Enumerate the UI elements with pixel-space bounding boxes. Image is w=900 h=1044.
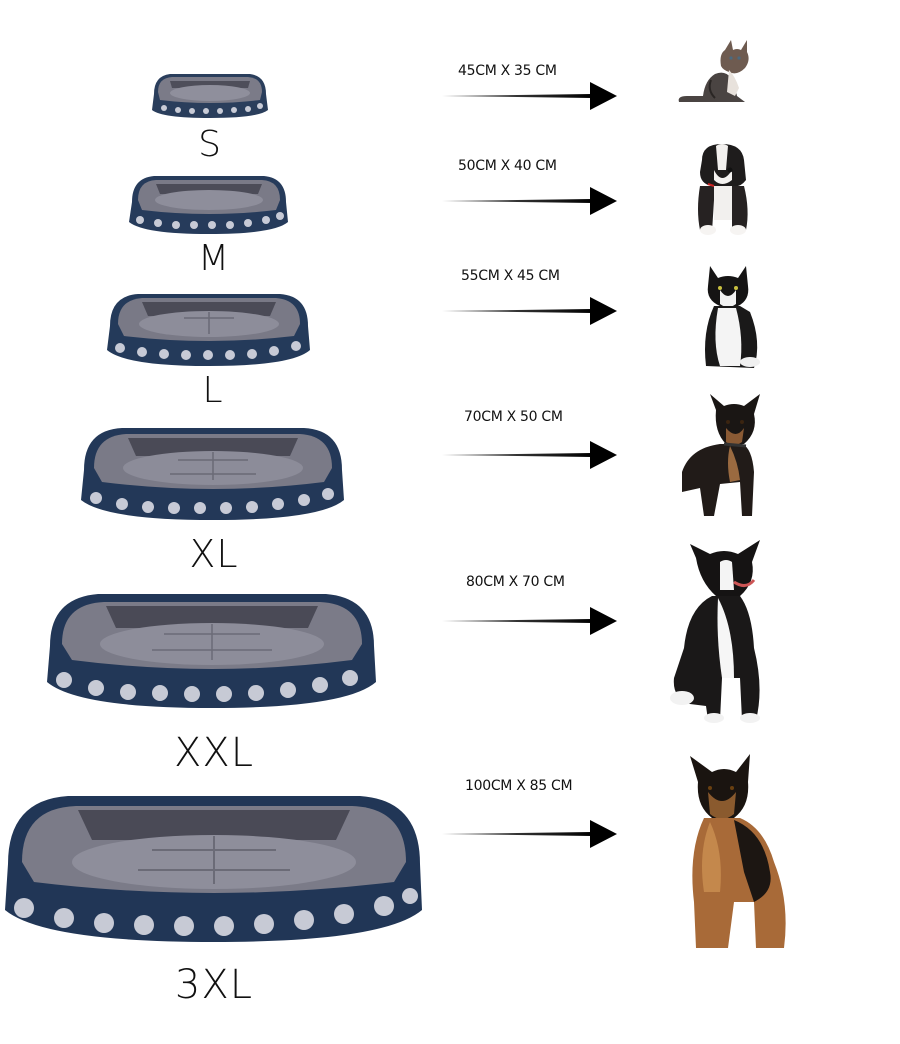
arrow-icon xyxy=(442,607,617,635)
pet-bed-image-xxl xyxy=(47,594,376,708)
pet-bed-image-m xyxy=(129,176,288,234)
puppy-icon xyxy=(698,144,748,235)
dimension-label-l: 55CM X 45 CM xyxy=(461,268,560,284)
arrow-icon xyxy=(442,820,617,848)
pet-bed-image-xl xyxy=(81,428,344,520)
arrow-icon xyxy=(442,441,617,469)
size-label-3xl: 3XL xyxy=(174,962,254,1008)
arrow-icon xyxy=(442,297,617,325)
kitten-icon xyxy=(678,40,749,102)
cat-icon xyxy=(705,266,760,368)
dimension-label-3xl: 100CM X 85 CM xyxy=(465,778,573,794)
arrow-icon xyxy=(442,187,617,215)
dimension-label-xl: 70CM X 50 CM xyxy=(464,409,563,425)
size-label-l: L xyxy=(202,370,224,411)
pet-bed-image-l xyxy=(107,294,310,366)
dimension-label-m: 50CM X 40 CM xyxy=(458,158,557,174)
size-label-m: M xyxy=(197,238,231,279)
medium-dog-icon xyxy=(670,540,760,723)
size-label-xxl: XXL xyxy=(173,730,255,776)
size-label-xl: XL xyxy=(189,532,239,576)
pet-bed-image-s xyxy=(152,74,268,118)
arrow-icon xyxy=(442,82,617,110)
large-dog-icon xyxy=(690,754,786,948)
size-label-s: S xyxy=(198,124,222,165)
dimension-label-xxl: 80CM X 70 CM xyxy=(466,574,565,590)
dimension-label-s: 45CM X 35 CM xyxy=(458,63,557,79)
small-dog-icon xyxy=(682,394,760,516)
pet-bed-image-3xl xyxy=(5,796,422,942)
